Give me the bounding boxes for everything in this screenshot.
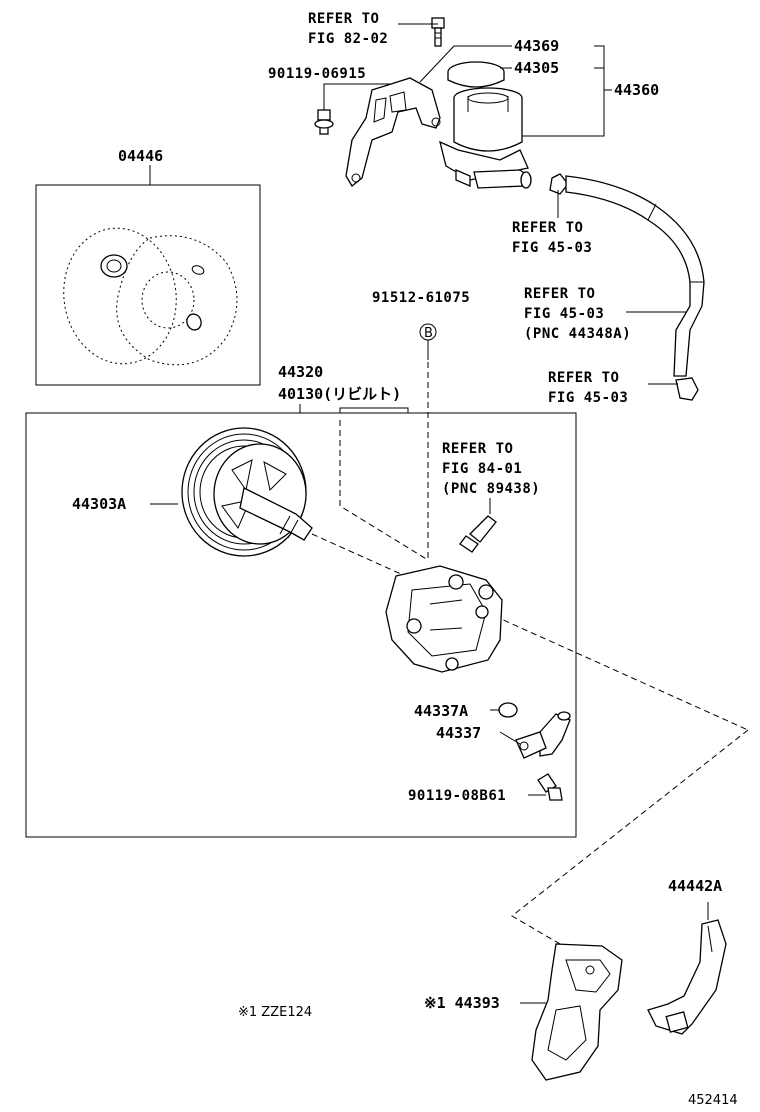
pump-body xyxy=(385,565,503,673)
label-refer-45-03c-line1: REFER TO xyxy=(548,370,619,386)
pulley xyxy=(181,427,313,557)
label-refer-45-03b-line3: (PNC 44348A) xyxy=(524,326,631,342)
union-fitting xyxy=(515,711,571,759)
pump-assembly-box xyxy=(25,412,577,838)
label-44393: ※1 44393 xyxy=(424,994,500,1012)
union-bolt xyxy=(537,773,563,801)
label-refer-82-02-line2: FIG 82-02 xyxy=(308,31,388,47)
label-refer-82-02-line1: REFER TO xyxy=(308,11,379,27)
label-b-marker: B xyxy=(424,326,433,341)
label-90119-06915: 90119-06915 xyxy=(268,66,366,82)
label-40130-rebuilt: 40130(リビルト) xyxy=(278,385,401,403)
note-zze124: ※1 ZZE124 xyxy=(238,1005,312,1020)
label-refer-84-01-line3: (PNC 89438) xyxy=(442,481,540,497)
reservoir-bracket xyxy=(345,77,441,187)
label-44305: 44305 xyxy=(514,59,559,77)
figure-number: 452414 xyxy=(688,1093,738,1108)
leader-lines-top xyxy=(323,23,686,385)
label-44337: 44337 xyxy=(436,724,481,742)
reservoir-cap xyxy=(447,61,505,88)
label-refer-45-03a-line2: FIG 45-03 xyxy=(512,240,592,256)
reservoir-tank xyxy=(439,87,532,189)
label-44360: 44360 xyxy=(614,81,659,99)
label-44320: 44320 xyxy=(278,363,323,381)
label-refer-84-01-line2: FIG 84-01 xyxy=(442,461,522,477)
label-refer-45-03c-line2: FIG 45-03 xyxy=(548,390,628,406)
reservoir-hose xyxy=(549,173,705,401)
bracket-44442A xyxy=(647,919,727,1035)
label-44442A: 44442A xyxy=(668,877,722,895)
label-44369: 44369 xyxy=(514,37,559,55)
bolt-90119-06915 xyxy=(314,109,334,135)
bracket-44393 xyxy=(531,943,623,1081)
gasket-kit-box xyxy=(35,184,261,386)
label-04446: 04446 xyxy=(118,147,163,165)
label-90119-08B61: 90119-08B61 xyxy=(408,788,506,804)
label-refer-45-03a-line1: REFER TO xyxy=(512,220,583,236)
label-refer-45-03b-line1: REFER TO xyxy=(524,286,595,302)
b-circle-marker xyxy=(419,323,437,341)
label-refer-45-03b-line2: FIG 45-03 xyxy=(524,306,604,322)
refer-82-02-bolt xyxy=(431,17,445,47)
label-91512-61075: 91512-61075 xyxy=(372,290,470,306)
label-refer-84-01-line1: REFER TO xyxy=(442,441,513,457)
label-44337A: 44337A xyxy=(414,702,468,720)
o-ring xyxy=(498,702,518,718)
gasket-kit-outline xyxy=(63,227,238,366)
label-44303A: 44303A xyxy=(72,495,126,513)
pressure-switch xyxy=(459,515,497,553)
